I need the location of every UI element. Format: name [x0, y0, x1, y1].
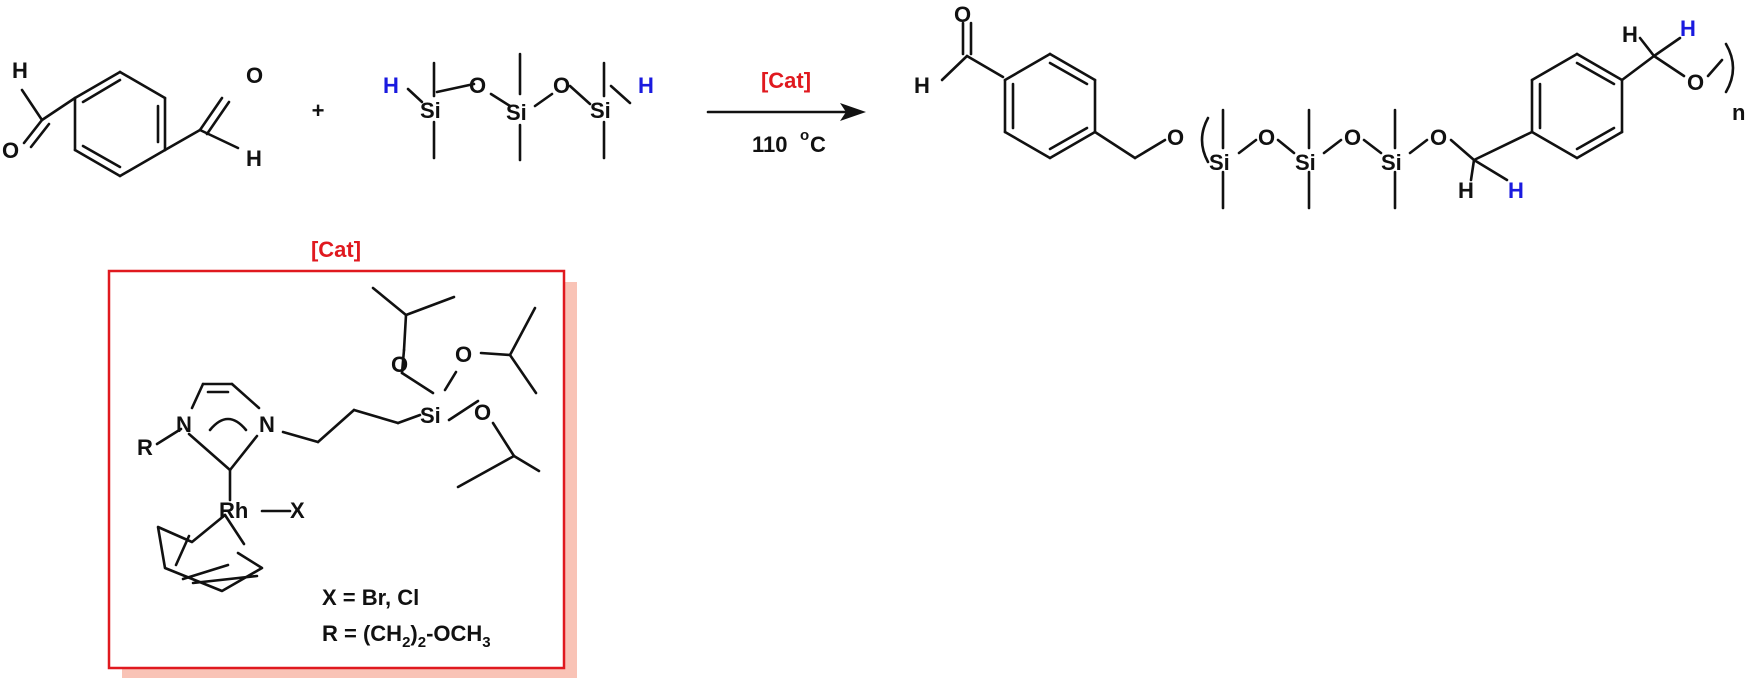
- legend-r-sub3: 3: [482, 634, 490, 651]
- atom-o: O: [1258, 125, 1275, 150]
- transferred-h: H: [1508, 178, 1524, 203]
- legend-r-sub2: 2: [418, 634, 426, 651]
- atom-o: O: [246, 63, 263, 88]
- hydride-h: H: [638, 73, 654, 98]
- reaction-arrow: [Cat] 110 o C: [706, 68, 866, 157]
- atom-si: Si: [1295, 150, 1316, 175]
- temperature-value: 110: [752, 132, 788, 157]
- atom-o: O: [2, 138, 19, 163]
- atom-si: Si: [420, 403, 441, 428]
- atom-si: Si: [420, 98, 441, 123]
- atom-o: O: [1344, 125, 1361, 150]
- atom-h: H: [1458, 178, 1474, 203]
- repeat-index-n: n: [1732, 100, 1745, 125]
- atom-h: H: [246, 146, 262, 171]
- hydride-h: H: [383, 73, 399, 98]
- terephthalaldehyde: H O O H: [2, 58, 263, 178]
- atom-r: R: [137, 435, 153, 460]
- legend-x: X = Br, Cl: [322, 585, 419, 610]
- atom-x: X: [290, 498, 305, 523]
- atom-o: O: [391, 352, 408, 377]
- atom-si: Si: [1209, 150, 1230, 175]
- atom-o: O: [469, 73, 486, 98]
- atom-o: O: [553, 73, 570, 98]
- atom-h: H: [12, 58, 28, 83]
- legend-r: R = (CH2)2-OCH3: [322, 621, 491, 651]
- product-polymer: O H O Si O Si O Si O H H H H O n: [914, 2, 1745, 210]
- atom-o: O: [474, 400, 491, 425]
- temperature-unit: C: [810, 132, 826, 157]
- catalyst-box: [Cat] R N N: [107, 237, 577, 678]
- legend-r-prefix: R = (CH: [322, 621, 402, 646]
- atom-n: N: [176, 412, 192, 437]
- atom-si: Si: [506, 100, 527, 125]
- atom-h: H: [914, 73, 930, 98]
- legend-r-mid: ): [410, 621, 417, 646]
- transferred-h: H: [1680, 16, 1696, 41]
- atom-o: O: [1687, 70, 1704, 95]
- catalyst-label: [Cat]: [761, 68, 811, 93]
- atom-o: O: [455, 342, 472, 367]
- atom-n: N: [259, 412, 275, 437]
- trisiloxane: H Si O Si O Si H: [383, 52, 654, 162]
- atom-o: O: [1167, 125, 1184, 150]
- atom-o: O: [954, 2, 971, 27]
- legend-r-suffix: -OCH: [426, 621, 482, 646]
- catalyst-box-title: [Cat]: [311, 237, 361, 262]
- atom-h: H: [1622, 22, 1638, 47]
- legend-r-sub1: 2: [402, 634, 410, 651]
- atom-si: Si: [1381, 150, 1402, 175]
- atom-o: O: [1430, 125, 1447, 150]
- plus-sign: +: [312, 98, 325, 123]
- atom-si: Si: [590, 98, 611, 123]
- temperature-degree: o: [800, 127, 809, 144]
- atom-rh: Rh: [219, 498, 248, 523]
